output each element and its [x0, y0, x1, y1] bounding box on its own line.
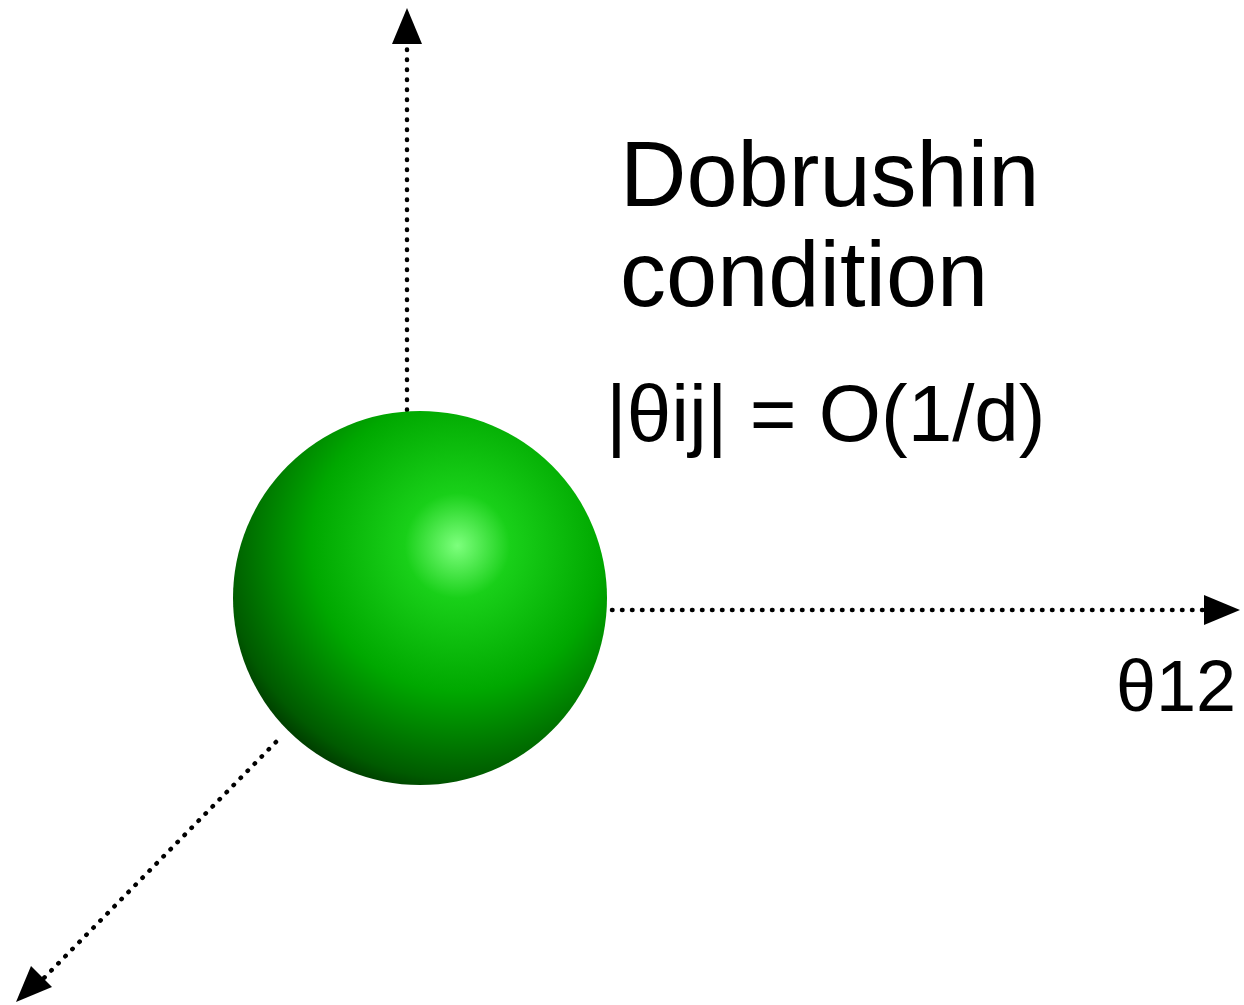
horizontal-axis — [612, 608, 1206, 613]
depth-axis — [42, 742, 276, 980]
condition-title: Dobrushin condition — [620, 124, 1180, 324]
axis-arrowhead — [1204, 595, 1240, 625]
axis-label: θ12 — [1116, 650, 1244, 722]
condition-formula: |θij| = O(1/d) — [606, 374, 1226, 454]
axis-arrowhead — [16, 966, 52, 1002]
vertical-axis — [405, 40, 410, 410]
axis-arrowhead — [392, 8, 422, 44]
parameter-ball — [233, 411, 607, 785]
